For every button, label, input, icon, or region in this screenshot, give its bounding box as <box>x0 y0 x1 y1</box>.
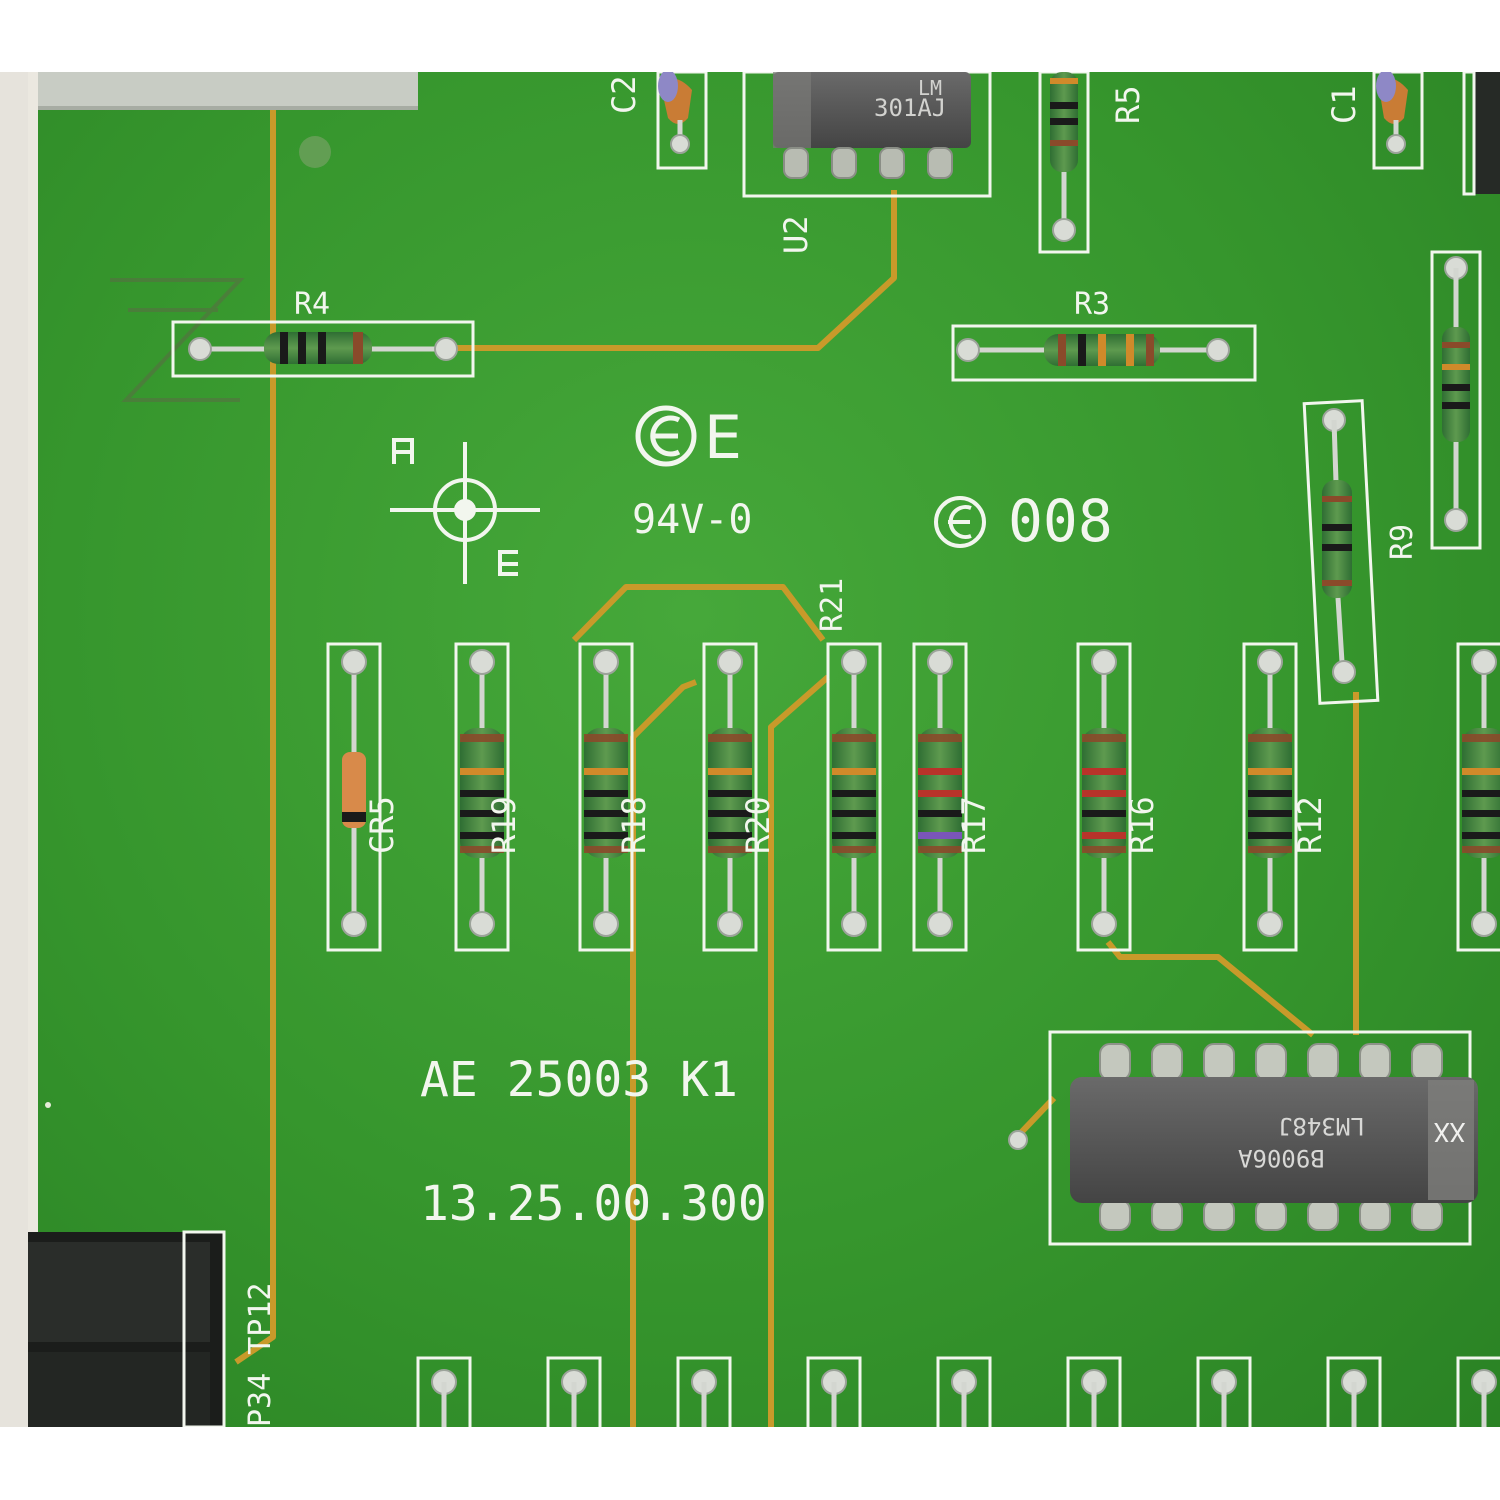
u2-label: U2 <box>777 215 815 254</box>
bottom-pad-row <box>416 1356 1500 1427</box>
top-left-component <box>28 72 418 106</box>
handwritten-mark <box>110 278 245 402</box>
cr5-component <box>326 642 382 952</box>
c2-label: C2 <box>605 75 643 114</box>
r19-component <box>454 642 510 952</box>
cr5-label: CR5 <box>363 796 401 854</box>
r12-label: R12 <box>1291 796 1329 854</box>
r18-label: R18 <box>615 796 653 854</box>
r12-component <box>1242 642 1298 952</box>
code-mark-circle <box>934 496 986 548</box>
serial-number: 13.25.00.300 <box>420 1176 767 1232</box>
r20-label: R20 <box>739 796 777 854</box>
r-edge-component <box>1456 642 1500 952</box>
r3-outline <box>951 324 1257 382</box>
r4-outline <box>171 320 475 378</box>
r9-outline <box>1302 399 1380 705</box>
r18-component <box>578 642 634 952</box>
u1-outline <box>742 72 992 198</box>
board-artwork <box>28 72 1500 1427</box>
r5-label: R5 <box>1109 85 1147 124</box>
lm348j-ic-body <box>1070 1077 1478 1203</box>
copper-traces <box>234 110 1359 1427</box>
r20-component <box>702 642 758 952</box>
ce-mark-circle <box>635 405 697 467</box>
r19-label: R19 <box>485 796 523 854</box>
r3-label: R3 <box>1074 287 1111 322</box>
u1-label-line1: LM <box>918 76 943 100</box>
part-code: AE 25003 K1 <box>420 1052 738 1108</box>
ic-marking-xx: XX <box>1434 1116 1466 1146</box>
pcb-photo: LM 301AJ U2 C2 R5 C1 R4 R3 R9 E 94V-0 00… <box>0 72 1500 1427</box>
ce-label: E <box>704 403 742 473</box>
u1-label-line2: 301AJ <box>874 94 947 122</box>
ic-marking-line1: LM348J <box>1278 1112 1365 1140</box>
circuit-board: LM 301AJ U2 C2 R5 C1 R4 R3 R9 E 94V-0 00… <box>28 72 1500 1427</box>
r21-component <box>826 642 882 952</box>
ic-marking-line2: B9006A <box>1238 1144 1325 1172</box>
r17-label: R17 <box>955 796 993 854</box>
test-point-label: P34 TP12 <box>243 1282 278 1428</box>
r17-component <box>912 642 968 952</box>
rating-label: 94V-0 <box>632 497 753 543</box>
ur-mark <box>392 438 518 576</box>
component-row <box>326 642 1500 952</box>
code-label: 008 <box>1008 487 1113 555</box>
c1-label: C1 <box>1325 85 1363 124</box>
u1-ic-body <box>773 72 971 148</box>
r9-label: R9 <box>1385 523 1420 560</box>
r16-component <box>1076 642 1132 952</box>
r4-label: R4 <box>294 287 331 322</box>
fiducial-mark <box>390 442 540 584</box>
r16-label: R16 <box>1123 796 1161 854</box>
r21-label: R21 <box>815 577 850 632</box>
